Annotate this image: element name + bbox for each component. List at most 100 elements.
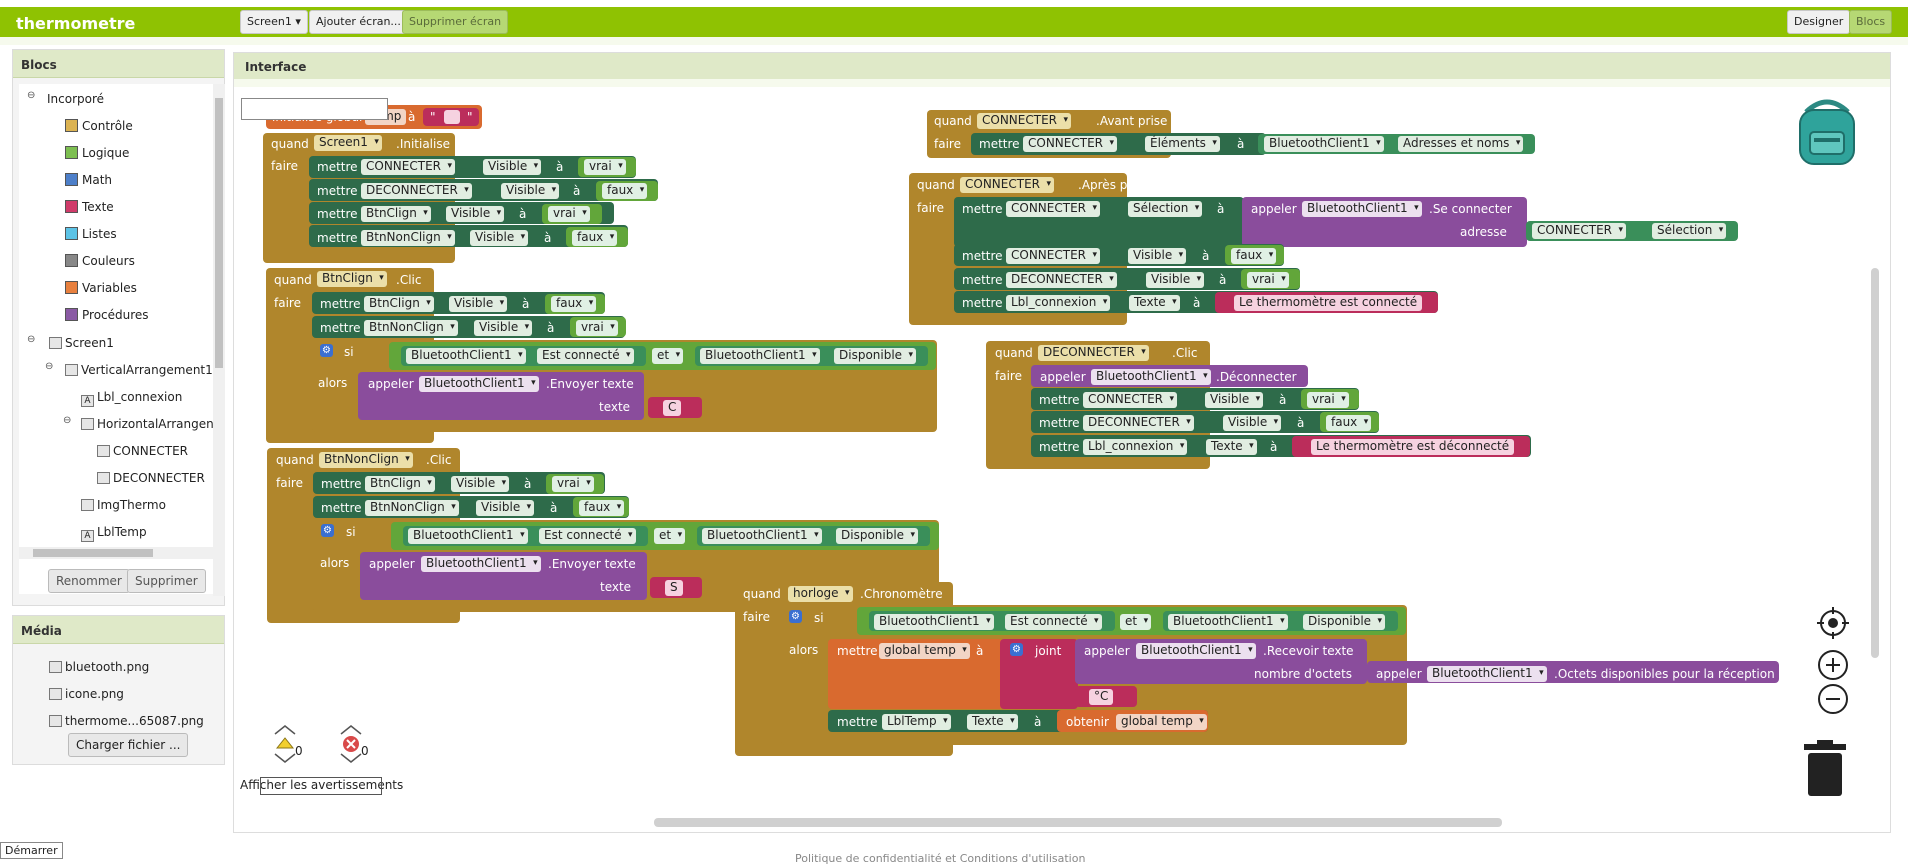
trash-icon[interactable] (1802, 740, 1848, 798)
tree-vscroll-thumb[interactable] (215, 98, 223, 368)
component-dropdown[interactable]: BtnClign (364, 296, 434, 312)
gear-icon[interactable]: ⚙ (1010, 643, 1023, 656)
tree-connecter[interactable]: CONNECTER (97, 442, 188, 460)
bool-dropdown[interactable]: faux (551, 296, 597, 312)
errors-indicator[interactable] (338, 723, 364, 765)
property-dropdown[interactable]: Visible (1205, 392, 1264, 408)
component-dropdown[interactable]: BluetoothClient1 (874, 614, 994, 630)
property-dropdown[interactable]: Éléments (1145, 136, 1220, 152)
tree-horizontal-arrangement[interactable]: HorizontalArrangen (81, 415, 214, 433)
tree-imgthermo[interactable]: ImgThermo (81, 496, 166, 514)
component-dropdown[interactable]: DECONNECTER (361, 183, 472, 199)
component-dropdown[interactable]: DECONNECTER (1006, 272, 1117, 288)
collapse-icon[interactable]: ⊖ (63, 415, 72, 426)
upload-file-button[interactable]: Charger fichier ... (68, 733, 189, 757)
component-dropdown[interactable]: CONNECTER (1006, 201, 1100, 217)
category-variables[interactable]: Variables (65, 279, 137, 297)
component-dropdown[interactable]: DECONNECTER (1038, 345, 1149, 361)
component-dropdown[interactable]: CONNECTER (1532, 223, 1626, 239)
component-dropdown[interactable]: BluetoothClient1 (1136, 643, 1256, 659)
component-dropdown[interactable]: BtnClign (365, 476, 435, 492)
property-dropdown[interactable]: Texte (1206, 439, 1257, 455)
gear-icon[interactable]: ⚙ (321, 524, 334, 537)
collapse-icon[interactable]: ⊖ (27, 334, 36, 345)
text-field[interactable]: Le thermomètre est connecté (1234, 295, 1423, 311)
collapse-icon[interactable]: ⊖ (45, 361, 54, 372)
bool-dropdown[interactable]: vrai (1247, 272, 1289, 288)
component-dropdown[interactable]: BtnNonClign (365, 500, 459, 516)
component-dropdown[interactable]: Lbl_connexion (1006, 295, 1111, 311)
logic-op-dropdown[interactable]: et (1120, 614, 1152, 630)
property-dropdown[interactable]: Visible (449, 296, 508, 312)
workspace-hscroll-thumb[interactable] (654, 818, 1502, 827)
component-dropdown[interactable]: Lbl_connexion (1083, 439, 1188, 455)
property-dropdown[interactable]: Visible (476, 500, 535, 516)
property-dropdown[interactable]: Visible (474, 320, 533, 336)
component-dropdown[interactable]: BtnNonClign (319, 452, 413, 468)
tree-hscroll-thumb[interactable] (33, 549, 153, 557)
gear-icon[interactable]: ⚙ (320, 344, 333, 357)
text-field[interactable]: °C (1089, 689, 1114, 705)
tree-screen1[interactable]: Screen1 (49, 334, 114, 352)
component-dropdown[interactable]: BtnClign (317, 271, 387, 287)
component-dropdown[interactable]: BtnNonClign (361, 230, 455, 246)
text-field[interactable]: Le thermomètre est déconnecté (1311, 439, 1515, 455)
category-math[interactable]: Math (65, 171, 112, 189)
screen-select[interactable]: Screen1 ▾ (240, 10, 308, 34)
category-colors[interactable]: Couleurs (65, 252, 135, 270)
property-dropdown[interactable]: Visible (446, 206, 505, 222)
error-prev-icon[interactable] (340, 725, 362, 735)
tree-hscrollbar[interactable] (19, 547, 213, 559)
warning-next-icon[interactable] (274, 753, 296, 763)
media-file[interactable]: thermome...65087.png (49, 712, 204, 730)
component-dropdown[interactable]: BtnNonClign (364, 320, 458, 336)
remove-screen-button[interactable]: Supprimer écran (402, 10, 509, 34)
add-screen-button[interactable]: Ajouter écran... (309, 10, 408, 34)
backpack-icon[interactable] (1792, 96, 1862, 168)
property-dropdown[interactable]: Est connecté (1005, 614, 1102, 630)
media-file[interactable]: bluetooth.png (49, 658, 149, 676)
tree-vertical-arrangement[interactable]: VerticalArrangement1 (65, 361, 213, 379)
component-dropdown[interactable]: CONNECTER (977, 113, 1071, 129)
bool-dropdown[interactable]: faux (1231, 248, 1277, 264)
component-dropdown[interactable]: BluetoothClient1 (408, 528, 528, 544)
property-dropdown[interactable]: Sélection (1652, 223, 1727, 239)
text-field[interactable]: S (665, 580, 683, 596)
text-field[interactable]: C (663, 400, 682, 416)
zoom-out-icon[interactable] (1817, 683, 1849, 715)
bool-dropdown[interactable]: faux (579, 500, 625, 516)
variable-dropdown[interactable]: global temp (1116, 714, 1207, 730)
component-dropdown[interactable]: DECONNECTER (1083, 415, 1194, 431)
component-dropdown[interactable]: BluetoothClient1 (1168, 614, 1288, 630)
warning-prev-icon[interactable] (274, 725, 296, 735)
logic-op-dropdown[interactable]: et (654, 528, 686, 544)
designer-button[interactable]: Designer (1787, 10, 1851, 34)
component-dropdown[interactable]: CONNECTER (1083, 392, 1177, 408)
category-procedures[interactable]: Procédures (65, 306, 149, 324)
property-dropdown[interactable]: Visible (451, 476, 510, 492)
bool-dropdown[interactable]: faux (602, 183, 648, 199)
category-logic[interactable]: Logique (65, 144, 129, 162)
component-dropdown[interactable]: BluetoothClient1 (1427, 666, 1547, 682)
tree-deconnecter[interactable]: DECONNECTER (97, 469, 205, 487)
workspace-vscroll-thumb[interactable] (1871, 268, 1879, 658)
component-dropdown[interactable]: BluetoothClient1 (1091, 369, 1211, 385)
logic-op-dropdown[interactable]: et (652, 348, 684, 364)
component-dropdown[interactable]: CONNECTER (1023, 136, 1117, 152)
component-dropdown[interactable]: BluetoothClient1 (700, 348, 820, 364)
warnings-indicator[interactable] (272, 723, 298, 765)
category-control[interactable]: Contrôle (65, 117, 133, 135)
category-lists[interactable]: Listes (65, 225, 117, 243)
bool-dropdown[interactable]: vrai (548, 206, 590, 222)
bool-dropdown[interactable]: vrai (584, 159, 626, 175)
variable-dropdown[interactable]: global temp (879, 643, 970, 659)
property-dropdown[interactable]: Disponible (1303, 614, 1386, 630)
component-dropdown[interactable]: BtnClign (361, 206, 431, 222)
property-dropdown[interactable]: Texte (1129, 295, 1180, 311)
property-dropdown[interactable]: Est connecté (539, 528, 636, 544)
recenter-icon[interactable] (1816, 606, 1850, 640)
component-dropdown[interactable]: BluetoothClient1 (1302, 201, 1422, 217)
component-dropdown[interactable]: BluetoothClient1 (1264, 136, 1384, 152)
